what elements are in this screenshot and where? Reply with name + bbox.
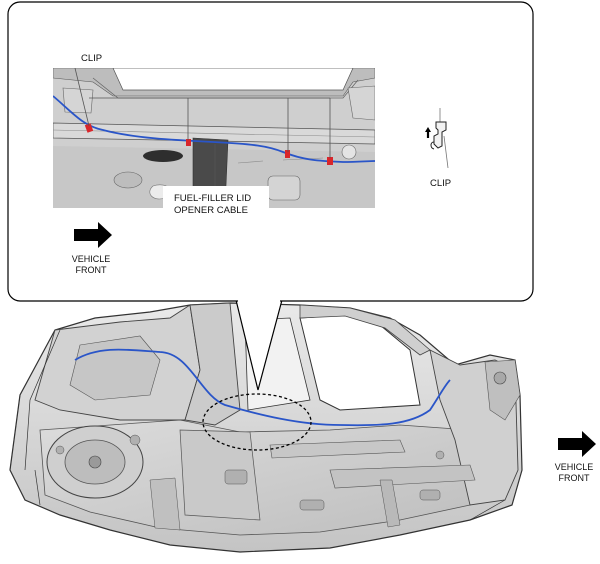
callout-direction-line2: FRONT <box>75 265 107 275</box>
clip-icon <box>425 108 449 169</box>
arrow-right-icon <box>558 431 596 457</box>
cable-label-line2: OPENER CABLE <box>174 205 248 216</box>
clip-label-left: CLIP <box>81 53 103 64</box>
b-pillar <box>184 302 241 426</box>
fuel-filler-cable-main <box>74 348 451 427</box>
arrow-right-icon <box>74 222 112 248</box>
fuel-filler-cable-detail <box>53 95 375 163</box>
detail-ellipse <box>202 393 312 451</box>
main-direction-line2: FRONT <box>558 473 590 483</box>
callout-detail-illustration <box>53 68 375 208</box>
clip-label-right: CLIP <box>430 178 452 189</box>
clip-marker-1 <box>84 123 94 133</box>
clip-marker-4 <box>327 157 333 165</box>
main-direction-line1: VEHICLE <box>554 462 594 472</box>
clip-marker-2 <box>186 139 191 146</box>
clip-marker-3 <box>285 150 290 158</box>
cable-label-line1: FUEL-FILLER LID <box>174 193 252 204</box>
callout-direction-line1: VEHICLE <box>71 254 111 264</box>
